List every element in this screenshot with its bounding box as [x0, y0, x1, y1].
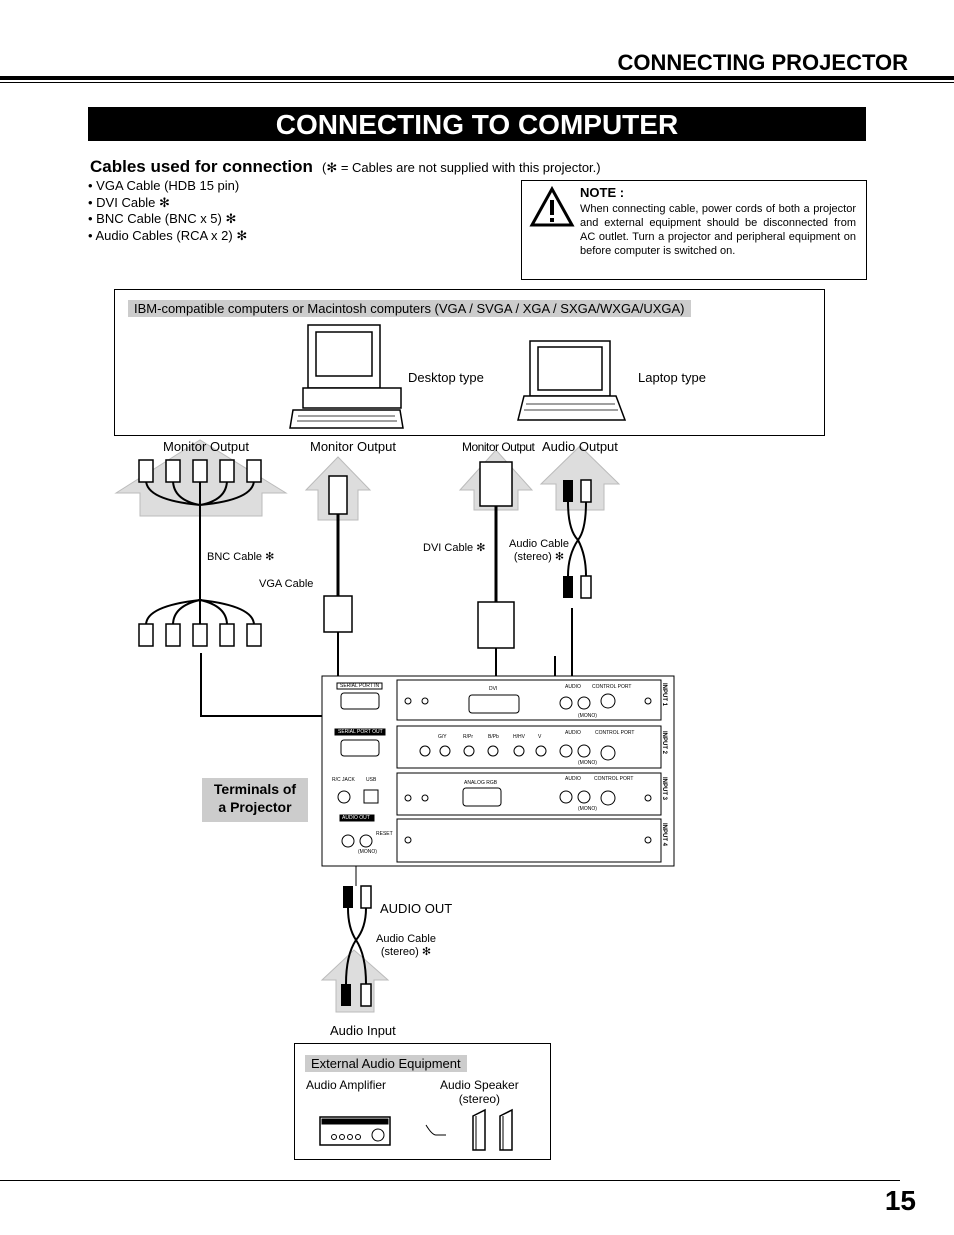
- laptop-computer-icon: [517, 340, 627, 421]
- audio-label-2: AUDIO: [565, 730, 581, 736]
- rpr-label: R/Pr: [463, 734, 473, 740]
- cable-item-dvi: • DVI Cable ✻: [88, 194, 170, 210]
- speaker-label-line2: (stereo): [458, 1092, 501, 1106]
- note-box: NOTE : When connecting cable, power cord…: [521, 180, 867, 280]
- analog-rgb-label: ANALOG RGB: [464, 780, 498, 786]
- section-title: CONNECTING PROJECTOR: [617, 50, 908, 75]
- cable-item-vga: • VGA Cable (HDB 15 pin): [88, 178, 240, 193]
- control-port-label-2: CONTROL PORT: [595, 730, 635, 736]
- input3-label: INPUT 3: [661, 777, 667, 801]
- dvi-cable-label: DVI Cable ✻: [423, 542, 486, 554]
- speaker-label: Audio Speaker (stereo): [440, 1078, 519, 1106]
- input4-label: INPUT 4: [661, 823, 667, 847]
- speaker-wire: [425, 1124, 446, 1136]
- projector-panel: [321, 675, 675, 867]
- gy-label: G/Y: [438, 734, 447, 740]
- footer-rule: [0, 1180, 900, 1181]
- audio-label-1: AUDIO: [565, 684, 581, 690]
- bnc-connectors: [138, 459, 262, 647]
- audio-out-cable: [320, 866, 390, 1013]
- hhv-label: H/HV: [513, 734, 525, 740]
- serial-out-label: SERIAL PORT OUT: [338, 729, 383, 735]
- monitor-output-label-1: Monitor Output: [163, 439, 249, 454]
- serial-in-label: SERIAL PORT IN: [340, 683, 380, 689]
- dvi-cable: [477, 461, 515, 649]
- control-port-label-3: CONTROL PORT: [594, 776, 634, 782]
- audio-cable-label-line1: Audio Cable: [509, 538, 569, 550]
- audio-cable-label: Audio Cable (stereo) ✻: [509, 538, 569, 563]
- audio-out-cable-label: Audio Cable (stereo) ✻: [376, 933, 436, 958]
- reset-label: RESET: [376, 831, 393, 837]
- note-title: NOTE :: [580, 185, 625, 200]
- header-rule-thin: [0, 82, 954, 83]
- input2-label: INPUT 2: [661, 731, 667, 755]
- vga-cable-label: VGA Cable: [259, 578, 314, 590]
- terminals-line1: Terminals of: [213, 781, 297, 797]
- external-label: External Audio Equipment: [305, 1055, 467, 1072]
- audio-cable-label-line2: (stereo) ✻: [513, 551, 565, 563]
- usb-label: USB: [366, 777, 377, 783]
- amplifier-icon: [319, 1116, 391, 1146]
- audio-output-label: Audio Output: [542, 439, 618, 454]
- terminals-label: Terminals of a Projector: [202, 778, 308, 822]
- amplifier-label: Audio Amplifier: [306, 1078, 387, 1092]
- page-number: 15: [884, 1185, 916, 1216]
- v-label: V: [538, 734, 542, 740]
- mono-label-3: (MONO): [578, 806, 597, 812]
- page-title: CONNECTING TO COMPUTER: [88, 107, 866, 141]
- terminals-line2: a Projector: [218, 799, 292, 815]
- computers-label: IBM-compatible computers or Macintosh co…: [128, 300, 691, 317]
- cable-item-audio: • Audio Cables (RCA x 2) ✻: [88, 227, 248, 243]
- audio-out-cable-line2: (stereo) ✻: [380, 946, 432, 958]
- cables-note: (✻ = Cables are not supplied with this p…: [322, 160, 601, 175]
- speaker-label-line1: Audio Speaker: [440, 1078, 519, 1092]
- mono-label-out: (MONO): [358, 849, 377, 855]
- monitor-output-label-3: Monitor Output: [462, 440, 535, 454]
- header-rule: [0, 76, 954, 80]
- audio-input-label: Audio Input: [330, 1023, 396, 1038]
- note-text: When connecting cable, power cords of bo…: [580, 203, 856, 257]
- bnc-cable: [145, 479, 255, 626]
- laptop-label: Laptop type: [638, 370, 706, 385]
- audio-label-3: AUDIO: [565, 776, 581, 782]
- audio-out-panel-label: AUDIO OUT: [342, 815, 370, 821]
- rc-jack-label: R/C JACK: [332, 777, 355, 783]
- warning-icon: [529, 185, 575, 227]
- desktop-computer-icon: [289, 324, 404, 429]
- mono-label-1: (MONO): [578, 713, 597, 719]
- monitor-output-label-2: Monitor Output: [310, 439, 396, 454]
- external-equipment-box: External Audio Equipment Audio Amplifier…: [294, 1043, 551, 1160]
- mono-label-2: (MONO): [578, 760, 597, 766]
- bpb-label: B/Pb: [488, 734, 499, 740]
- speaker-icon: [472, 1108, 513, 1151]
- desktop-label: Desktop type: [408, 370, 484, 385]
- computers-box: IBM-compatible computers or Macintosh co…: [114, 289, 825, 436]
- input1-label: INPUT 1: [661, 683, 667, 707]
- control-port-label-1: CONTROL PORT: [592, 684, 632, 690]
- bnc-cable-label: BNC Cable ✻: [207, 551, 275, 563]
- audio-out-label: AUDIO OUT: [380, 901, 453, 916]
- cables-heading: Cables used for connection: [90, 157, 313, 176]
- audio-cable-top: [563, 479, 592, 599]
- cable-list: • VGA Cable (HDB 15 pin) • DVI Cable ✻ •…: [88, 178, 247, 244]
- vga-cable: [323, 475, 353, 633]
- dvi-port-label: DVI: [489, 686, 498, 692]
- audio-out-cable-line1: Audio Cable: [376, 933, 436, 945]
- cable-item-bnc: • BNC Cable (BNC x 5) ✻: [88, 211, 237, 226]
